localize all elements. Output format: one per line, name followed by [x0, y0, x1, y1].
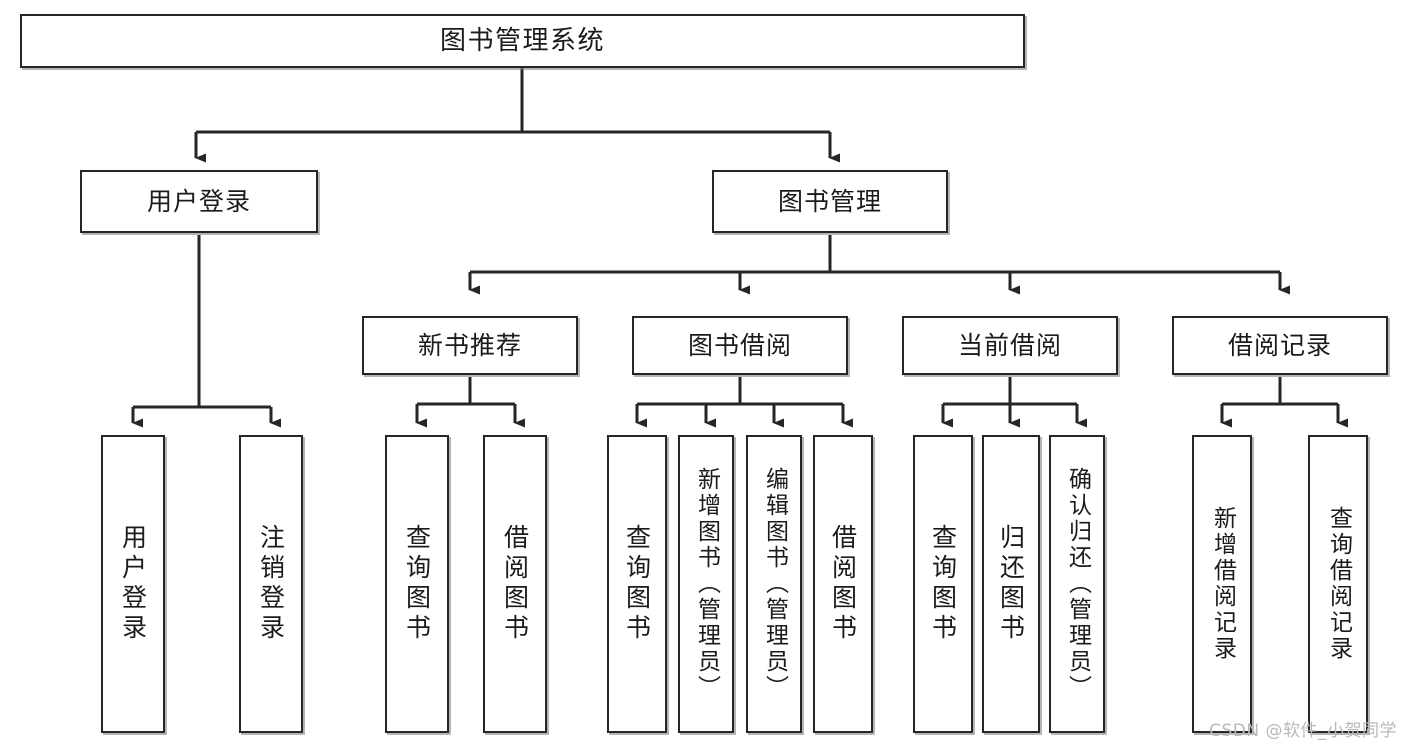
node-label: 查询图书 [402, 524, 432, 644]
leaf-query-book-borrow[interactable]: 查询图书 [607, 435, 667, 733]
leaf-return-book[interactable]: 归还图书 [982, 435, 1040, 733]
node-root-book-management-system[interactable]: 图书管理系统 [20, 14, 1025, 68]
node-label: 归还图书 [996, 524, 1026, 644]
leaf-add-book-admin[interactable]: 新增图书（管理员） [678, 435, 734, 733]
leaf-user-login[interactable]: 用户登录 [101, 435, 165, 733]
node-label: 图书借阅 [687, 330, 792, 360]
node-user-login[interactable]: 用户登录 [80, 170, 318, 233]
node-label: 查询图书 [622, 524, 652, 644]
node-label: 查询借阅记录 [1325, 506, 1352, 662]
node-label: 借阅图书 [500, 524, 530, 644]
node-label: 编辑图书（管理员） [761, 467, 788, 701]
csdn-watermark: CSDN @软件_小贺同学 [1209, 721, 1397, 741]
node-new-book-recommend[interactable]: 新书推荐 [362, 316, 578, 375]
node-label: 用户登录 [146, 186, 251, 216]
node-label: 借阅记录 [1227, 330, 1332, 360]
leaf-add-borrow-record[interactable]: 新增借阅记录 [1192, 435, 1252, 733]
node-label: 图书管理系统 [439, 25, 605, 56]
node-label: 确认归还（管理员） [1064, 467, 1091, 701]
node-label: 用户登录 [118, 524, 148, 644]
node-label: 新增借阅记录 [1209, 506, 1236, 662]
leaf-query-book-current[interactable]: 查询图书 [913, 435, 973, 733]
leaf-confirm-return-admin[interactable]: 确认归还（管理员） [1049, 435, 1105, 733]
node-book-manage[interactable]: 图书管理 [712, 170, 948, 233]
leaf-query-book-recommend[interactable]: 查询图书 [385, 435, 449, 733]
node-label: 注销登录 [256, 524, 286, 644]
leaf-query-borrow-record[interactable]: 查询借阅记录 [1308, 435, 1368, 733]
node-label: 新增图书（管理员） [693, 467, 720, 701]
node-label: 图书管理 [777, 186, 882, 216]
node-current-borrow[interactable]: 当前借阅 [902, 316, 1118, 375]
node-borrow-record[interactable]: 借阅记录 [1172, 316, 1388, 375]
node-label: 当前借阅 [957, 330, 1062, 360]
node-label: 借阅图书 [828, 524, 858, 644]
leaf-edit-book-admin[interactable]: 编辑图书（管理员） [746, 435, 802, 733]
node-label: 查询图书 [928, 524, 958, 644]
node-book-borrow[interactable]: 图书借阅 [632, 316, 848, 375]
leaf-borrow-book-recommend[interactable]: 借阅图书 [483, 435, 547, 733]
leaf-borrow-book-borrow[interactable]: 借阅图书 [813, 435, 873, 733]
leaf-user-logout[interactable]: 注销登录 [239, 435, 303, 733]
node-label: 新书推荐 [417, 330, 522, 360]
